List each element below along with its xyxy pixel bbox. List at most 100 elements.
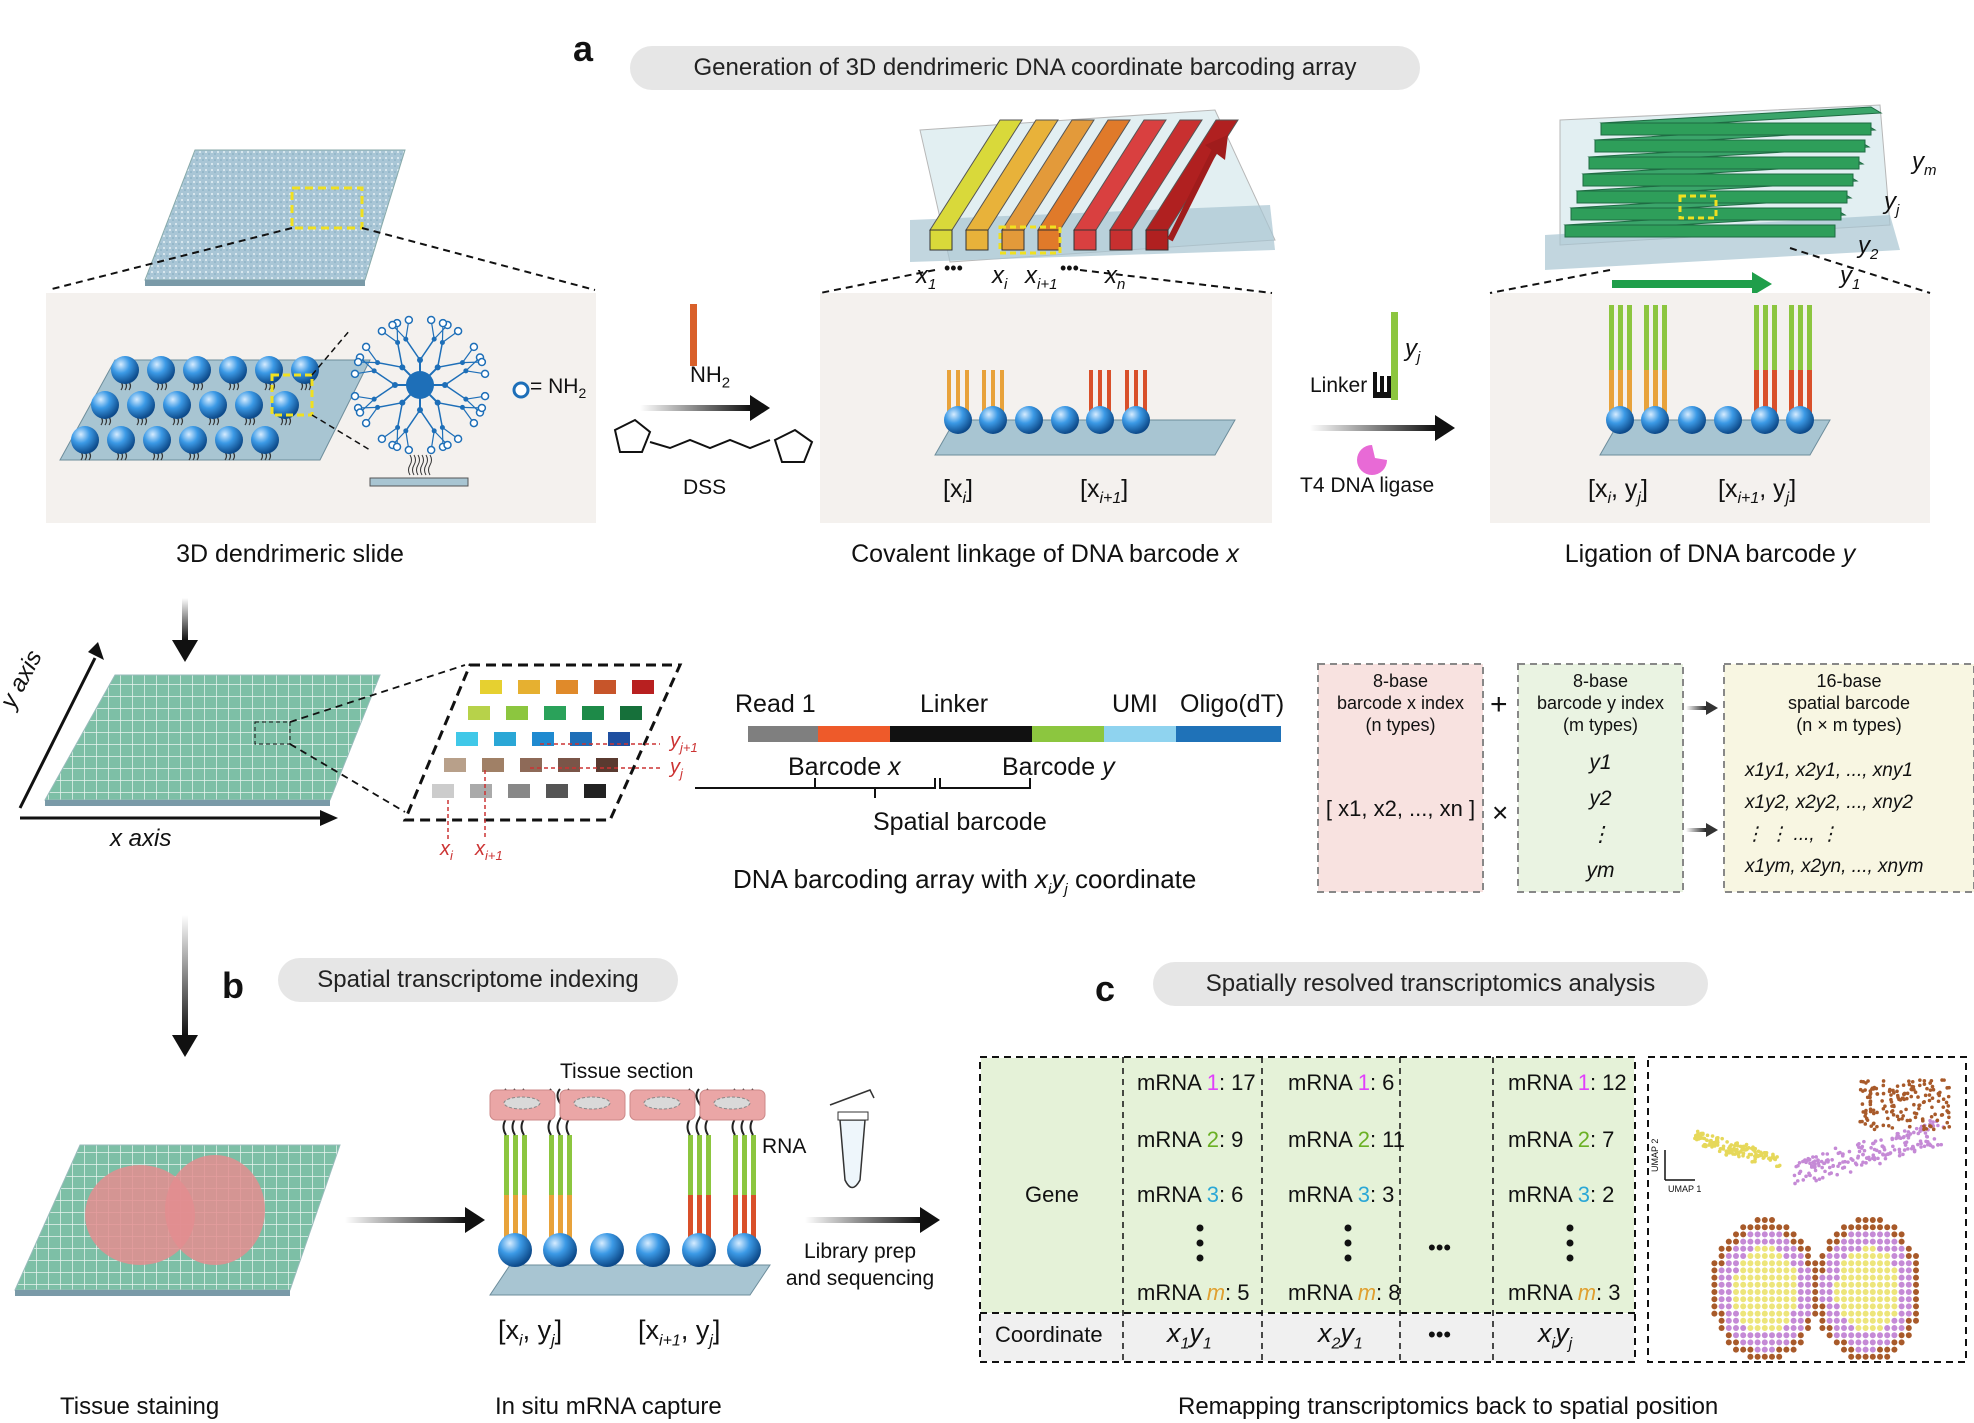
nh2-legend-icon (512, 381, 530, 399)
umap2-label: UMAP 2 (1650, 1138, 1660, 1172)
y2-label: y2 (1858, 232, 1879, 263)
linker-seg-label: Linker (920, 690, 989, 718)
mrna-count: mRNA 3: 3 (1288, 1182, 1395, 1207)
barcode-segment (1032, 726, 1104, 742)
grid-slide (18, 642, 466, 826)
down-arrow-1 (182, 598, 188, 640)
mrna-count: mRNA 2: 7 (1508, 1127, 1615, 1152)
x-index-set: [ x1, x2, ..., xn ] (1325, 796, 1476, 821)
mrna-capture-diagram (489, 1088, 771, 1296)
barcode-segment (748, 726, 818, 742)
barcode-structure-bar (748, 726, 1281, 742)
linker-label: Linker (1310, 374, 1368, 397)
mrna-count: mRNA m: 8 (1288, 1280, 1401, 1305)
read1-label: Read 1 (735, 690, 816, 718)
caption-3d-slide: 3D dendrimeric slide (176, 540, 404, 568)
caption-covalent: Covalent linkage of DNA barcode x (851, 540, 1239, 568)
sequencing-tube (829, 1089, 875, 1189)
capture-right-label: [xi+1, yj] (638, 1315, 721, 1350)
barcode-y-label: Barcode y (1002, 753, 1115, 781)
dendrimer-molecule (350, 315, 490, 476)
caption-tissue-staining: Tissue staining (60, 1393, 220, 1420)
header-pill-c: Spatially resolved transcriptomics analy… (1153, 962, 1708, 1006)
xi1-bracket-label: [xi+1] (1080, 475, 1129, 507)
table-coord-ellipsis: ••• (1428, 1322, 1452, 1347)
xi-grid-label: xi (440, 838, 453, 863)
mrna-count: mRNA 2: 11 (1288, 1127, 1405, 1152)
array-caption: DNA barcoding array with xiyj coordinate (733, 864, 1197, 899)
nh2-reagent: NH2 (690, 362, 731, 392)
reagent-arrow-1 (613, 304, 814, 463)
xi1yj-bracket-label: [xi+1, yj] (1718, 475, 1797, 507)
slide-3d (47, 149, 596, 291)
y-ligation-panel (1490, 293, 1930, 523)
nh2-legend: = NH2 (530, 375, 587, 402)
mrna-count: mRNA 1: 6 (1288, 1070, 1395, 1095)
down-arrow-2 (182, 915, 188, 1035)
xi-label: xi (992, 262, 1008, 293)
x-ellipsis-2: ••• (1060, 258, 1079, 278)
umi-label: UMI (1112, 690, 1158, 718)
table-col-ellipsis: ••• (1428, 1235, 1452, 1260)
xiyj-bracket-label: [xi, yj] (1588, 475, 1648, 507)
barcode-segment (890, 726, 1032, 742)
stained-tissue-slide (14, 1144, 341, 1296)
tissue-section-label: Tissue section (560, 1060, 694, 1083)
caption-ligation: Ligation of DNA barcode y (1564, 540, 1856, 568)
xi1-grid-label: xi+1 (475, 838, 503, 863)
header-pill-b: Spatial transcriptome indexing (278, 958, 678, 1002)
yj-label: yj (1884, 188, 1900, 219)
spatial-index-box (1723, 663, 1974, 893)
coordinate-row-label: Coordinate (995, 1322, 1103, 1347)
dss-label: DSS (683, 476, 727, 499)
xi-bracket-label: [xi] (943, 475, 973, 507)
yj-grid-label: yj (670, 756, 683, 781)
mrna-count: mRNA 3: 2 (1508, 1182, 1615, 1207)
y-barcode-flowcell (1545, 104, 1900, 296)
coordinate-value: x2y1 (1318, 1318, 1363, 1353)
yj-reagent: yj (1405, 335, 1421, 366)
xn-label: xn (1105, 262, 1126, 293)
x-barcode-flowcell (910, 109, 1276, 263)
reagent-arrow-2 (1310, 312, 1455, 475)
oligo-label: Oligo(dT) (1180, 690, 1285, 718)
barcode-segment (818, 726, 890, 742)
color-grid-zoom (402, 663, 683, 840)
x-axis-label: x axis (110, 825, 172, 852)
ligase-label: T4 DNA ligase (1300, 474, 1435, 497)
x-linkage-array (934, 370, 1236, 456)
y-ligation-array (1599, 305, 1831, 456)
x-ellipsis-1: ••• (944, 258, 963, 278)
mrna-count: mRNA 1: 17 (1137, 1070, 1256, 1095)
expression-table (979, 1056, 1636, 1363)
header-pill-a: Generation of 3D dendrimeric DNA coordin… (630, 46, 1420, 90)
capture-left-label: [xi, yj] (498, 1315, 563, 1350)
coordinate-value: xiyj (1538, 1318, 1573, 1353)
y-index-box (1517, 663, 1684, 893)
spatial-barcode-label: Spatial barcode (873, 808, 1047, 836)
panel-label-b: b (222, 965, 244, 1006)
gene-row-label: Gene (1025, 1182, 1079, 1207)
mrna-count: mRNA 3: 6 (1137, 1182, 1244, 1207)
x-linkage-panel (820, 293, 1272, 523)
mrna-count: mRNA m: 5 (1137, 1280, 1250, 1305)
x1-label: x1 (916, 262, 937, 293)
yj1-grid-label: yj+1 (670, 730, 698, 755)
barcode-segment (1176, 726, 1281, 742)
mrna-count: mRNA 1: 12 (1508, 1070, 1627, 1095)
panel-label-a: a (573, 28, 594, 69)
rna-label: RNA (762, 1135, 807, 1158)
y1-label: y1 (1840, 262, 1861, 293)
umap1-label: UMAP 1 (1668, 1184, 1702, 1194)
panel-label-c: c (1095, 968, 1116, 1009)
ym-label: ym (1912, 148, 1937, 179)
plus-sign: + (1490, 688, 1508, 721)
barcode-segment (1104, 726, 1176, 742)
